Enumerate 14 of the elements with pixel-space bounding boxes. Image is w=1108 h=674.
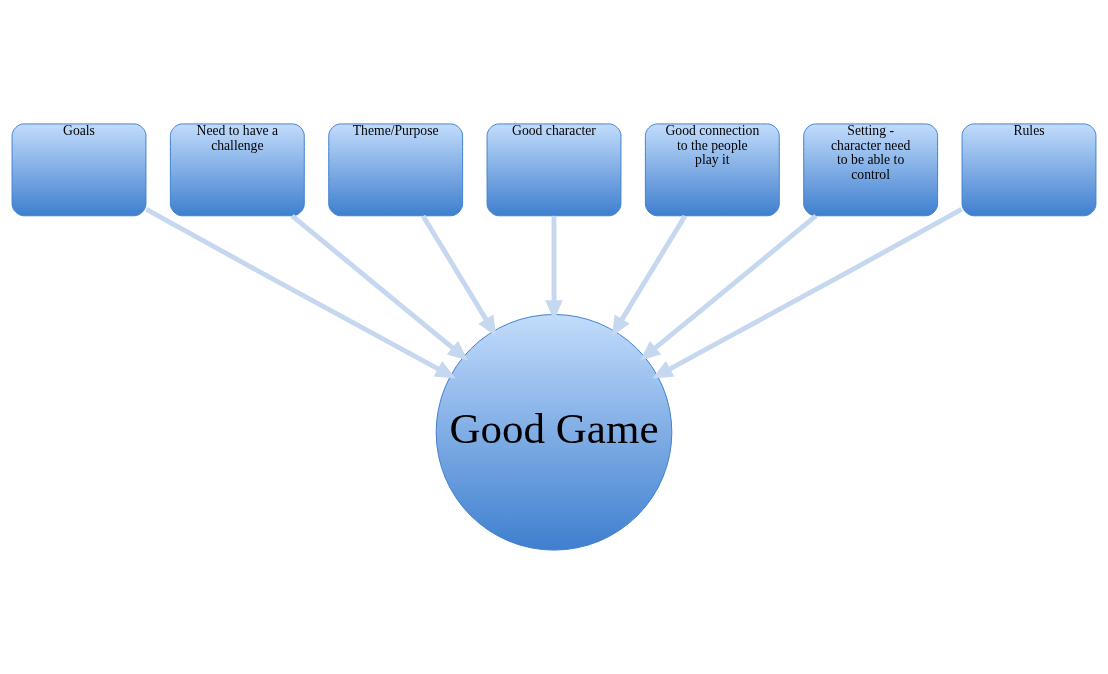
node-box: Good character [486, 123, 622, 217]
arrow [652, 207, 963, 379]
node-box: Goals [11, 123, 147, 217]
arrow [611, 214, 688, 337]
arrow [290, 214, 469, 361]
node-box: Need to have a challenge [169, 123, 305, 217]
arrow [420, 214, 497, 337]
node-box: Rules [961, 123, 1097, 217]
node-box: Good connection to the people play it [644, 123, 780, 217]
arrow [145, 207, 456, 379]
arrow [545, 215, 563, 321]
node-box: Setting - character need to be able to control [803, 123, 939, 217]
arrow [639, 214, 818, 361]
node-box: Theme/Purpose [328, 123, 464, 217]
